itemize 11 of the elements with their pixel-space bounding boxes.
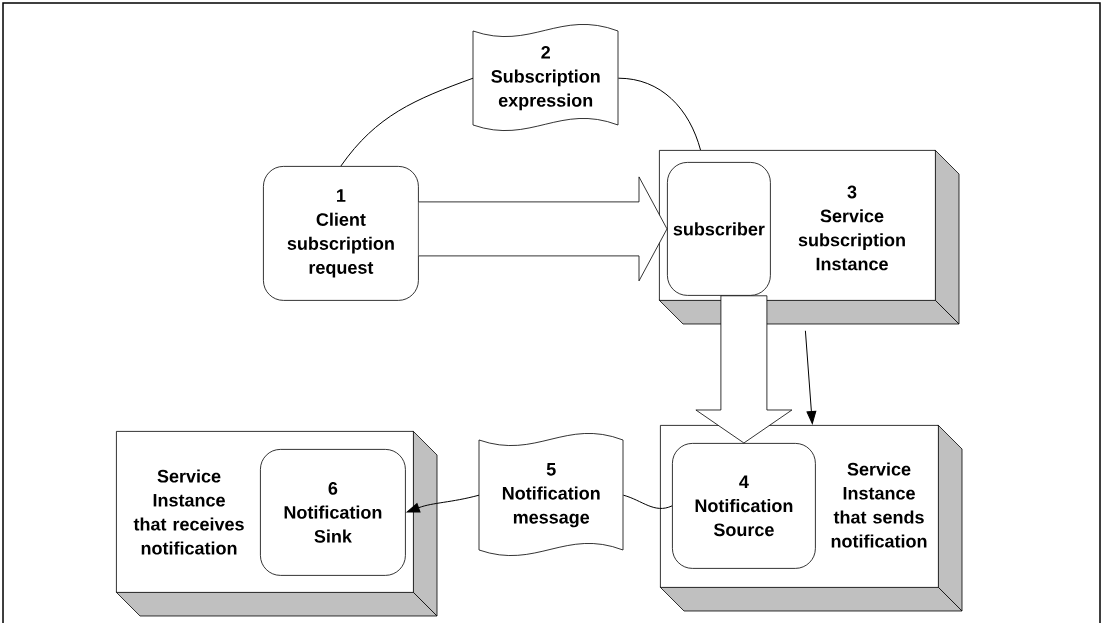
connector-line xyxy=(617,77,701,151)
rounded-box: 6 Notification Sink xyxy=(260,449,406,576)
arrow xyxy=(406,494,480,513)
block-arrow xyxy=(695,295,793,444)
block-arrow xyxy=(418,176,668,282)
rounded-box: 4 Notification Source xyxy=(672,443,816,569)
rounded-box: 1 Client subscription request xyxy=(263,166,419,301)
connector-line xyxy=(340,77,474,167)
connector-line xyxy=(622,494,673,509)
rounded-box: subscriber xyxy=(667,162,771,296)
arrow xyxy=(804,330,817,424)
